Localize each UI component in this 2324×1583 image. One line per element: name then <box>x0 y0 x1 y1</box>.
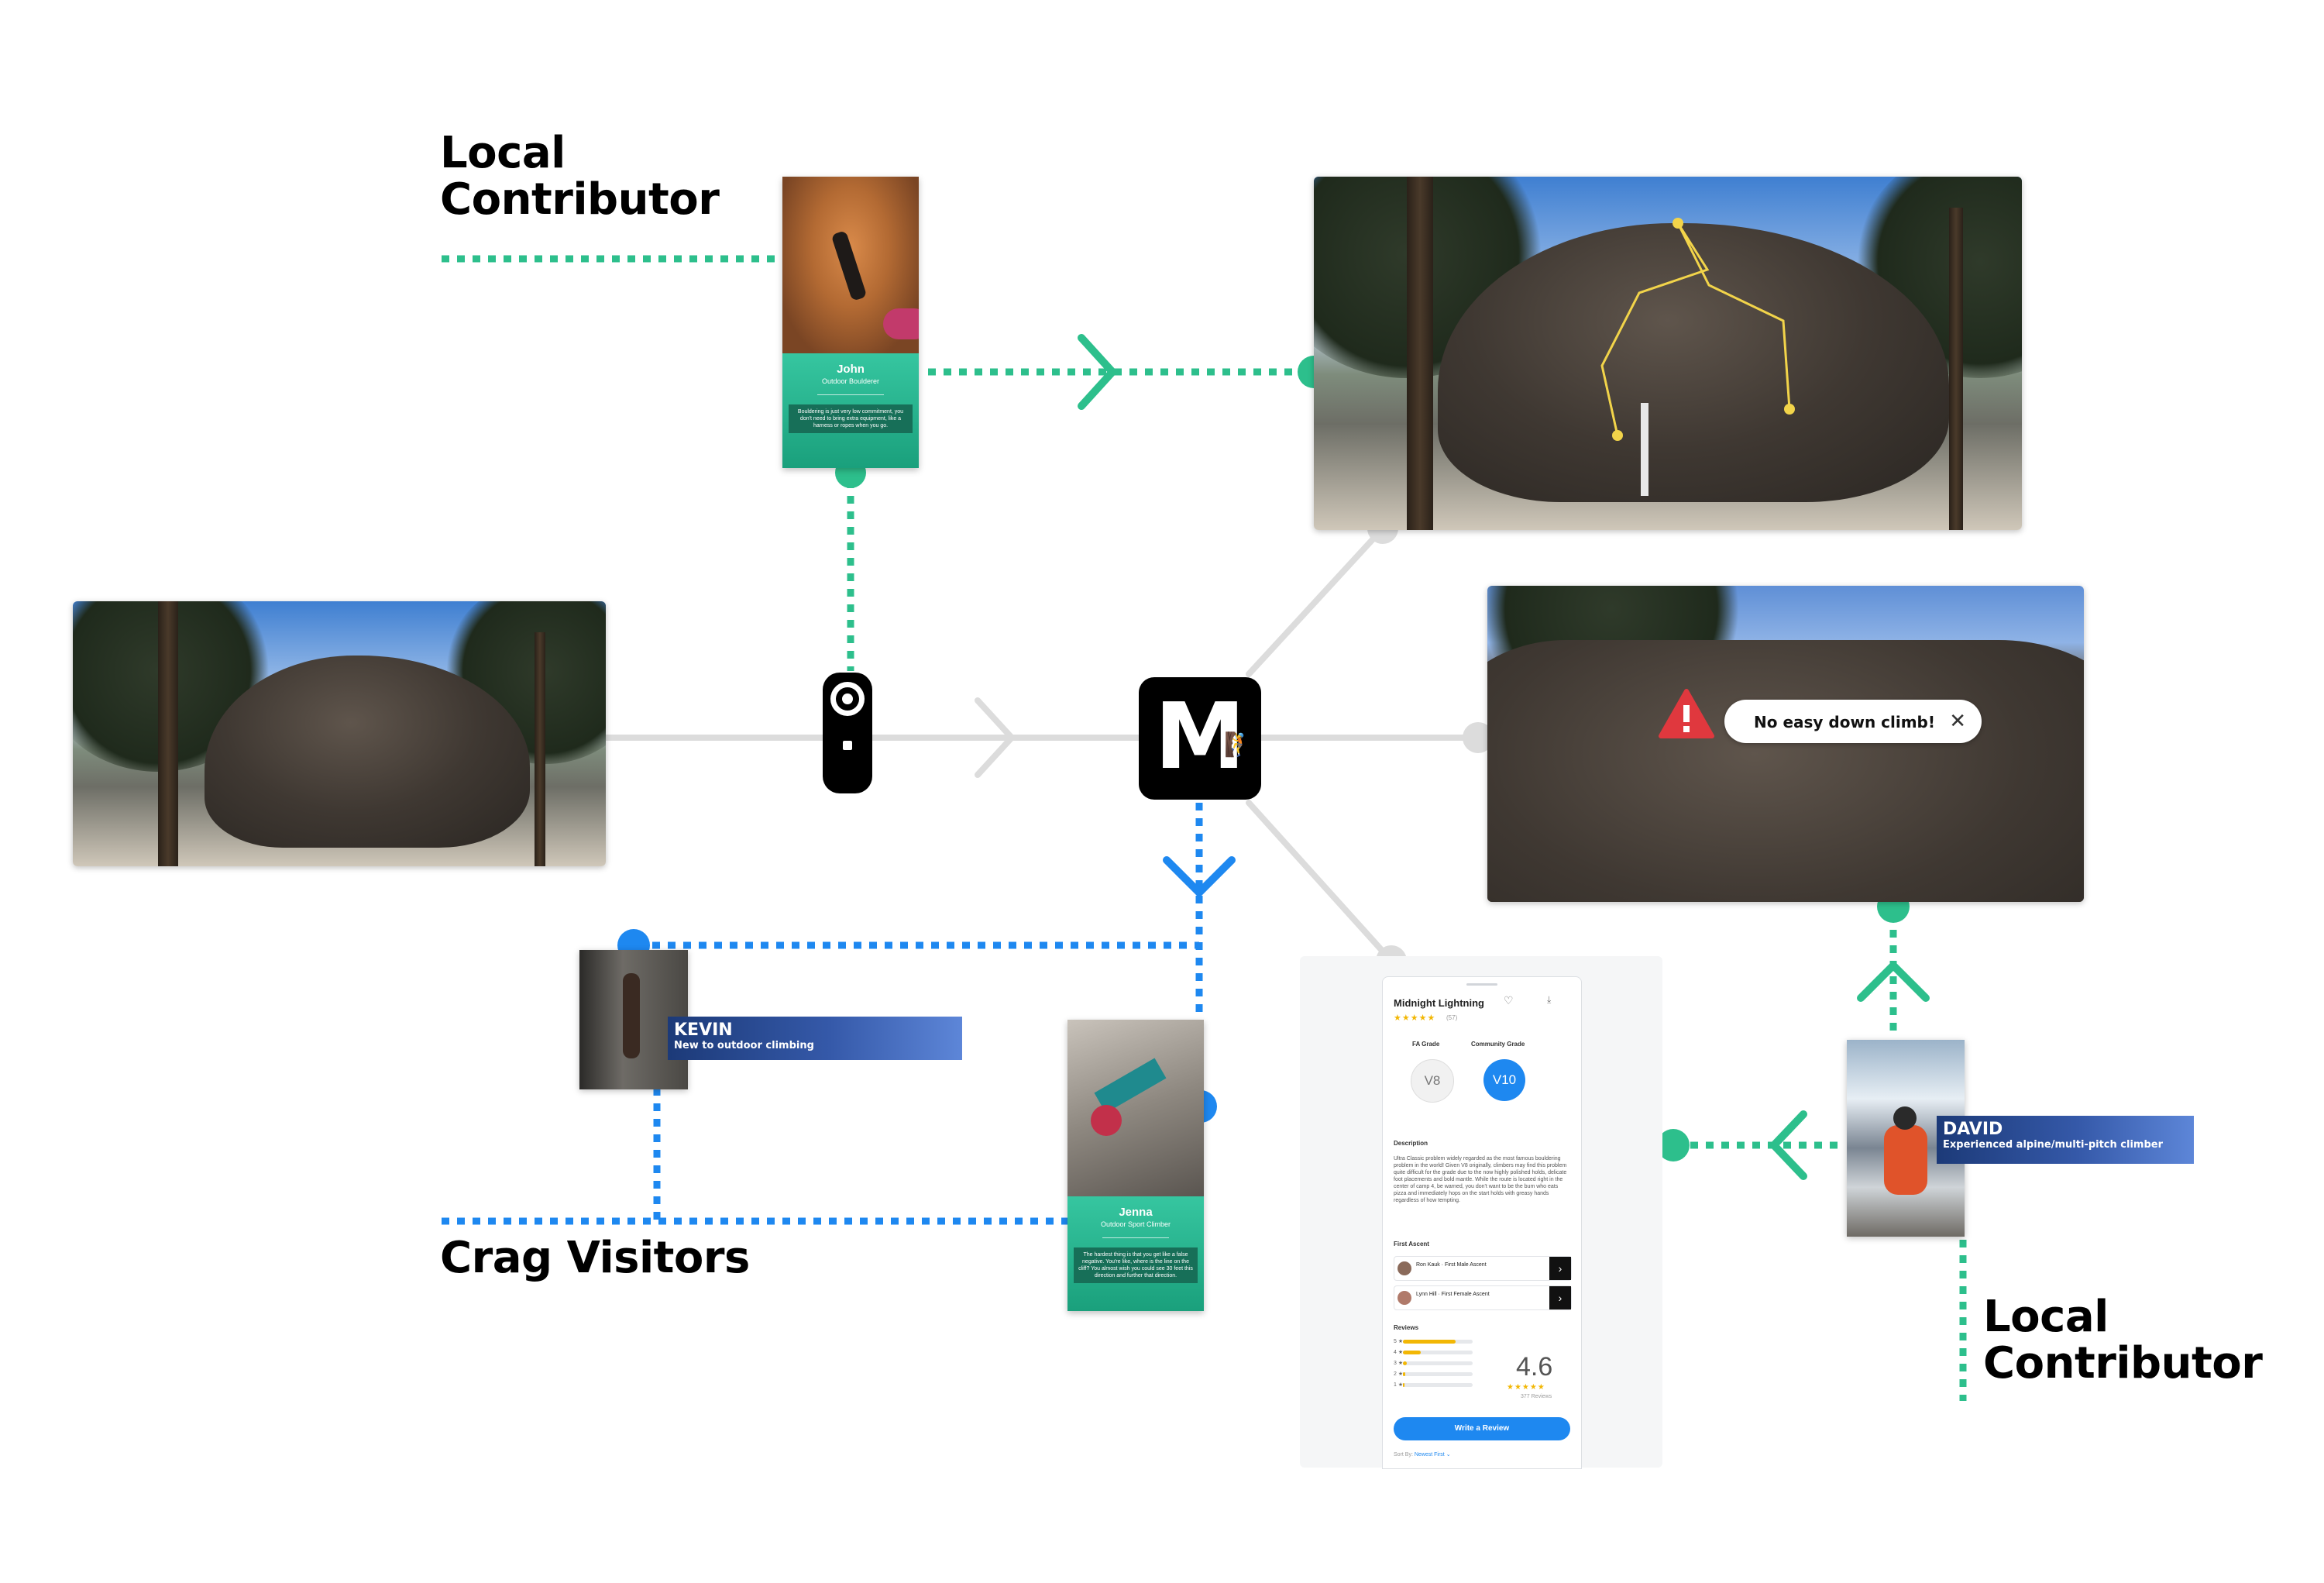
person-name: John <box>837 363 865 376</box>
heading-local-contributor-top: Local Contributor <box>440 128 720 225</box>
alert-toast: No easy down climb! ✕ <box>1724 700 1982 743</box>
person-subtitle: Experienced alpine/multi-pitch climber <box>1943 1139 2163 1151</box>
review-bar-label: 2 ★ <box>1394 1371 1404 1377</box>
close-icon[interactable]: ✕ <box>1949 709 1966 732</box>
chevron-right-icon[interactable]: › <box>1549 1286 1571 1309</box>
review-bar <box>1403 1383 1473 1387</box>
review-bar <box>1403 1351 1473 1354</box>
fa-grade-label: FA Grade <box>1412 1041 1440 1048</box>
community-grade-label: Community Grade <box>1471 1041 1525 1048</box>
person-role: Outdoor Sport Climber <box>1100 1220 1171 1228</box>
review-bar-label: 5 ★ <box>1394 1339 1404 1344</box>
boulder-photo-raw <box>73 601 606 866</box>
first-ascent-name: Ron Kauk · First Male Ascent <box>1416 1262 1487 1268</box>
route-title: Midnight Lightning <box>1394 997 1484 1009</box>
heading-crag-visitors: Crag Visitors <box>440 1233 750 1283</box>
review-bar-label: 3 ★ <box>1394 1361 1404 1366</box>
description-label: Description <box>1394 1140 1428 1147</box>
review-bar-label: 4 ★ <box>1394 1350 1404 1355</box>
david-tag: DAVID Experienced alpine/multi-pitch cli… <box>1937 1116 2194 1164</box>
rating-count: (57) <box>1446 1014 1458 1021</box>
community-grade-badge[interactable]: V10 <box>1483 1059 1525 1101</box>
drag-handle[interactable] <box>1466 983 1497 986</box>
person-card-john: John Outdoor Boulderer Bouldering is jus… <box>782 177 919 468</box>
sort-control[interactable]: Sort By: Newest First ⌄ <box>1394 1452 1451 1457</box>
review-bar <box>1403 1372 1473 1376</box>
rating-stars: ★★★★★ <box>1394 1013 1436 1023</box>
route-detail-app: Midnight Lightning ♡ ⤓ ★★★★★ (57) FA Gra… <box>1382 976 1582 1469</box>
review-bar <box>1403 1361 1473 1365</box>
person-name: DAVID <box>1943 1120 2003 1139</box>
person-role: Outdoor Boulderer <box>821 377 880 385</box>
fa-grade-badge: V8 <box>1411 1059 1454 1103</box>
person-subtitle: New to outdoor climbing <box>674 1040 814 1051</box>
boulder-photo-hazard <box>1487 586 2084 902</box>
avatar <box>1397 1261 1411 1275</box>
route-line <box>1600 218 1795 496</box>
alert-text: No easy down climb! <box>1754 713 1935 731</box>
review-bar <box>1403 1340 1473 1344</box>
write-review-button[interactable]: Write a Review <box>1394 1417 1570 1440</box>
david-photo <box>1847 1040 1965 1237</box>
heart-icon[interactable]: ♡ <box>1504 994 1514 1007</box>
first-ascent-name: Lynn Hill · First Female Ascent <box>1416 1292 1490 1297</box>
first-ascent-label: First Ascent <box>1394 1241 1429 1247</box>
first-ascent-row[interactable]: Lynn Hill · First Female Ascent › <box>1394 1285 1572 1310</box>
reviews-label: Reviews <box>1394 1324 1419 1331</box>
kevin-tag: KEVIN New to outdoor climbing <box>668 1017 962 1060</box>
360-camera-icon <box>823 673 872 793</box>
person-quote: The hardest thing is that you get like a… <box>1074 1247 1198 1283</box>
warning-triangle-icon <box>1659 689 1714 738</box>
boulder-photo-route-overlay <box>1314 177 2022 530</box>
review-score: 4.6 <box>1516 1352 1553 1382</box>
review-count: 377 Reviews <box>1521 1394 1552 1399</box>
download-icon[interactable]: ⤓ <box>1547 994 1552 1005</box>
person-name: Jenna <box>1119 1206 1153 1219</box>
person-quote: Bouldering is just very low commitment, … <box>789 404 913 433</box>
person-card-jenna: Jenna Outdoor Sport Climber The hardest … <box>1067 1020 1204 1311</box>
route-description: Ultra Classic problem widely regarded as… <box>1394 1156 1567 1203</box>
chevron-right-icon[interactable]: › <box>1549 1257 1571 1280</box>
app-logo-icon: M 🧗 <box>1139 677 1261 800</box>
first-ascent-row[interactable]: Ron Kauk · First Male Ascent › <box>1394 1256 1572 1281</box>
review-bar-label: 1 ★ <box>1394 1382 1404 1388</box>
heading-local-contributor-bottom: Local Contributor <box>1983 1292 2263 1389</box>
review-score-stars: ★★★★★ <box>1507 1383 1545 1392</box>
person-name: KEVIN <box>674 1020 733 1040</box>
avatar <box>1397 1291 1411 1305</box>
